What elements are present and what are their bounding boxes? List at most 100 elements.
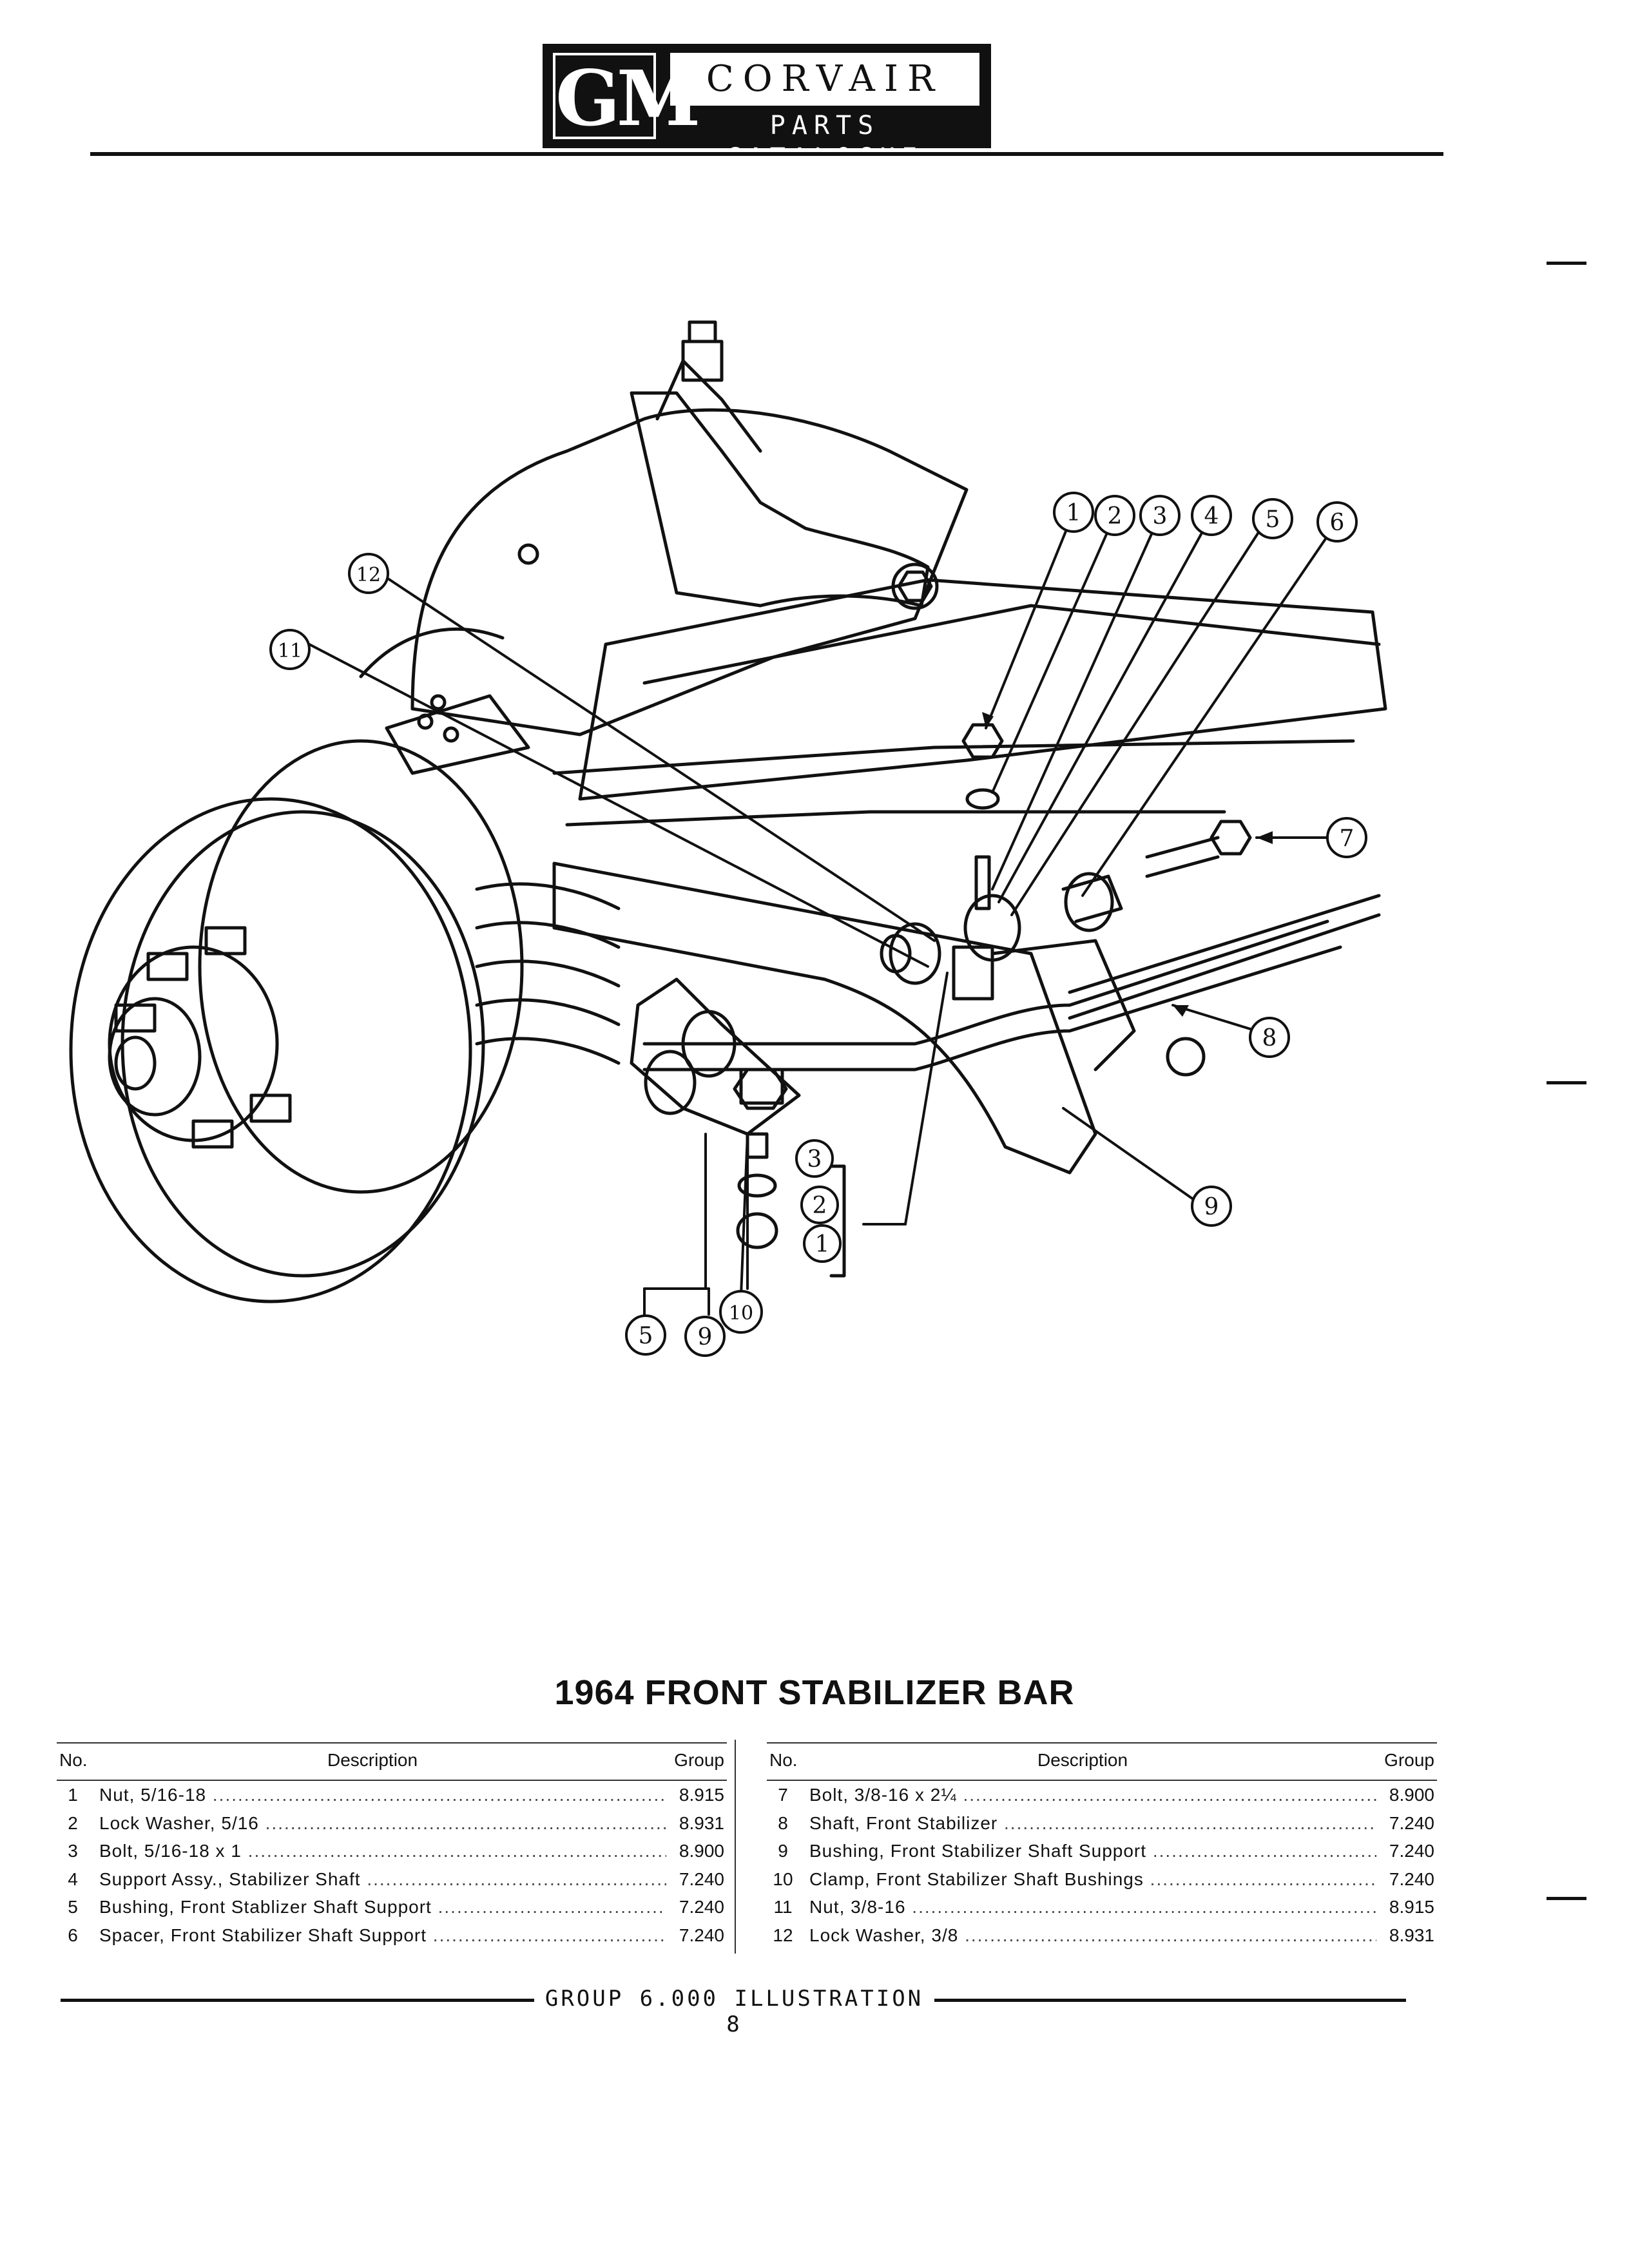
part-description: Bushing, Front Stabilizer Shaft Support [809, 1837, 1376, 1865]
callout-5-bottom: 5 [625, 1314, 666, 1356]
page-title: 1964 FRONT STABILIZER BAR [554, 1673, 1075, 1712]
footer-rule-right [934, 1999, 1406, 2002]
svg-text:12: 12 [356, 564, 381, 586]
callout-3: 3 [1139, 495, 1181, 536]
lower-strut [552, 861, 1206, 1175]
svg-text:11: 11 [278, 640, 302, 662]
part-description: Nut, 5/16-18 [99, 1781, 666, 1809]
table-row: 1 Nut, 5/16-188.915 [57, 1781, 727, 1809]
header-description: Description [327, 1750, 418, 1770]
logo-title: CORVAIR [670, 53, 979, 106]
part-description: Spacer, Front Stabilizer Shaft Support [99, 1921, 666, 1950]
svg-text:5: 5 [639, 1323, 653, 1349]
gm-logo: GM CORVAIR PARTS CATALOGUE [543, 44, 991, 173]
part-no: 4 [68, 1869, 78, 1889]
table-row: 12 Lock Washer, 3/88.931 [767, 1921, 1437, 1950]
edge-mark [1547, 1897, 1586, 1900]
part-description: Clamp, Front Stabilizer Shaft Bushings [809, 1865, 1376, 1894]
table-divider [735, 1740, 736, 1954]
header-group: Group [1384, 1750, 1434, 1770]
support-and-clamp [630, 894, 1021, 1136]
callout-6: 6 [1316, 501, 1358, 543]
logo-subtitle: PARTS CATALOGUE [726, 111, 924, 173]
header-no: No. [769, 1750, 798, 1770]
header-rule [90, 152, 1443, 156]
part-group: 7.240 [672, 1921, 724, 1949]
svg-text:8: 8 [1262, 1025, 1277, 1052]
coil-spring [475, 882, 621, 1065]
brake-drum [69, 739, 524, 1303]
footer-rule-left [61, 1999, 534, 2002]
part-group: 8.900 [672, 1837, 724, 1865]
callout-11: 11 [269, 629, 311, 670]
part-group: 8.915 [672, 1781, 724, 1809]
callout-8: 8 [1249, 1017, 1290, 1058]
part-group: 7.240 [1382, 1865, 1434, 1893]
table-header: No. Description Group [57, 1742, 727, 1781]
callouts: 1 2 3 4 5 6 7 8 9 10 11 12 3 2 1 5 9 [269, 492, 1367, 1357]
svg-text:5: 5 [1266, 506, 1280, 533]
exploded-hardware-lower [736, 1132, 846, 1278]
part-no: 2 [68, 1812, 78, 1833]
table-row: 2 Lock Washer, 5/168.931 [57, 1809, 727, 1838]
header-group: Group [674, 1750, 724, 1770]
part-no: 3 [68, 1841, 78, 1861]
callout-2-lower: 2 [800, 1186, 839, 1224]
part-group: 8.900 [1382, 1781, 1434, 1809]
svg-text:2: 2 [1108, 503, 1123, 530]
part-description: Nut, 3/8-16 [809, 1893, 1376, 1921]
part-description: Bolt, 5/16-18 x 1 [99, 1837, 666, 1865]
table-row: 10 Clamp, Front Stabilizer Shaft Bushings… [767, 1865, 1437, 1894]
svg-text:7: 7 [1340, 825, 1354, 852]
part-description: Lock Washer, 5/16 [99, 1809, 666, 1838]
svg-text:1: 1 [1066, 500, 1081, 526]
frame-body [359, 359, 1387, 827]
footer-caption: GROUP 6.000 ILLUSTRATION 8 [545, 1986, 924, 2037]
part-no: 11 [773, 1897, 793, 1917]
svg-text:1: 1 [815, 1231, 830, 1258]
callout-1: 1 [1053, 492, 1094, 533]
part-group: 8.915 [1382, 1893, 1434, 1921]
callout-9: 9 [1191, 1186, 1232, 1227]
callout-2: 2 [1094, 495, 1135, 536]
callout-1-lower: 1 [803, 1224, 842, 1263]
callout-12: 12 [348, 553, 389, 594]
svg-text:3: 3 [1153, 503, 1168, 530]
table-header: No. Description Group [767, 1742, 1437, 1781]
arrowheads [982, 712, 1273, 1017]
parts-table-left: No. Description Group 1 Nut, 5/16-188.915… [57, 1742, 727, 1949]
part-group: 8.931 [1382, 1921, 1434, 1949]
callout-9-bottom: 9 [684, 1316, 726, 1357]
part-description: Lock Washer, 3/8 [809, 1921, 1376, 1950]
edge-mark [1547, 1081, 1586, 1084]
part-description: Support Assy., Stabilizer Shaft [99, 1865, 666, 1894]
part-no: 10 [773, 1869, 793, 1889]
callout-4: 4 [1191, 495, 1232, 536]
svg-text:9: 9 [698, 1324, 713, 1350]
stabilizer-shaft [642, 894, 1381, 1072]
part-description: Bushing, Front Stablizer Shaft Support [99, 1893, 666, 1921]
svg-text:4: 4 [1204, 503, 1219, 530]
callout-7: 7 [1326, 817, 1367, 858]
svg-text:2: 2 [813, 1193, 827, 1219]
header-no: No. [59, 1750, 88, 1770]
leader-lines [308, 511, 1338, 1316]
upper-control-arm [517, 320, 939, 610]
part-no: 1 [68, 1785, 78, 1805]
part-no: 7 [778, 1785, 788, 1805]
exploded-hardware [961, 723, 1252, 932]
svg-text:10: 10 [729, 1302, 753, 1325]
part-no: 8 [778, 1812, 788, 1833]
stabilizer-bar-illustration: 1 2 3 4 5 6 7 8 9 10 11 12 3 2 1 5 9 [69, 320, 1387, 1357]
part-group: 8.931 [672, 1809, 724, 1837]
part-no: 12 [773, 1925, 793, 1945]
svg-text:9: 9 [1204, 1194, 1219, 1220]
part-description: Shaft, Front Stabilizer [809, 1809, 1376, 1838]
part-group: 7.240 [672, 1893, 724, 1921]
